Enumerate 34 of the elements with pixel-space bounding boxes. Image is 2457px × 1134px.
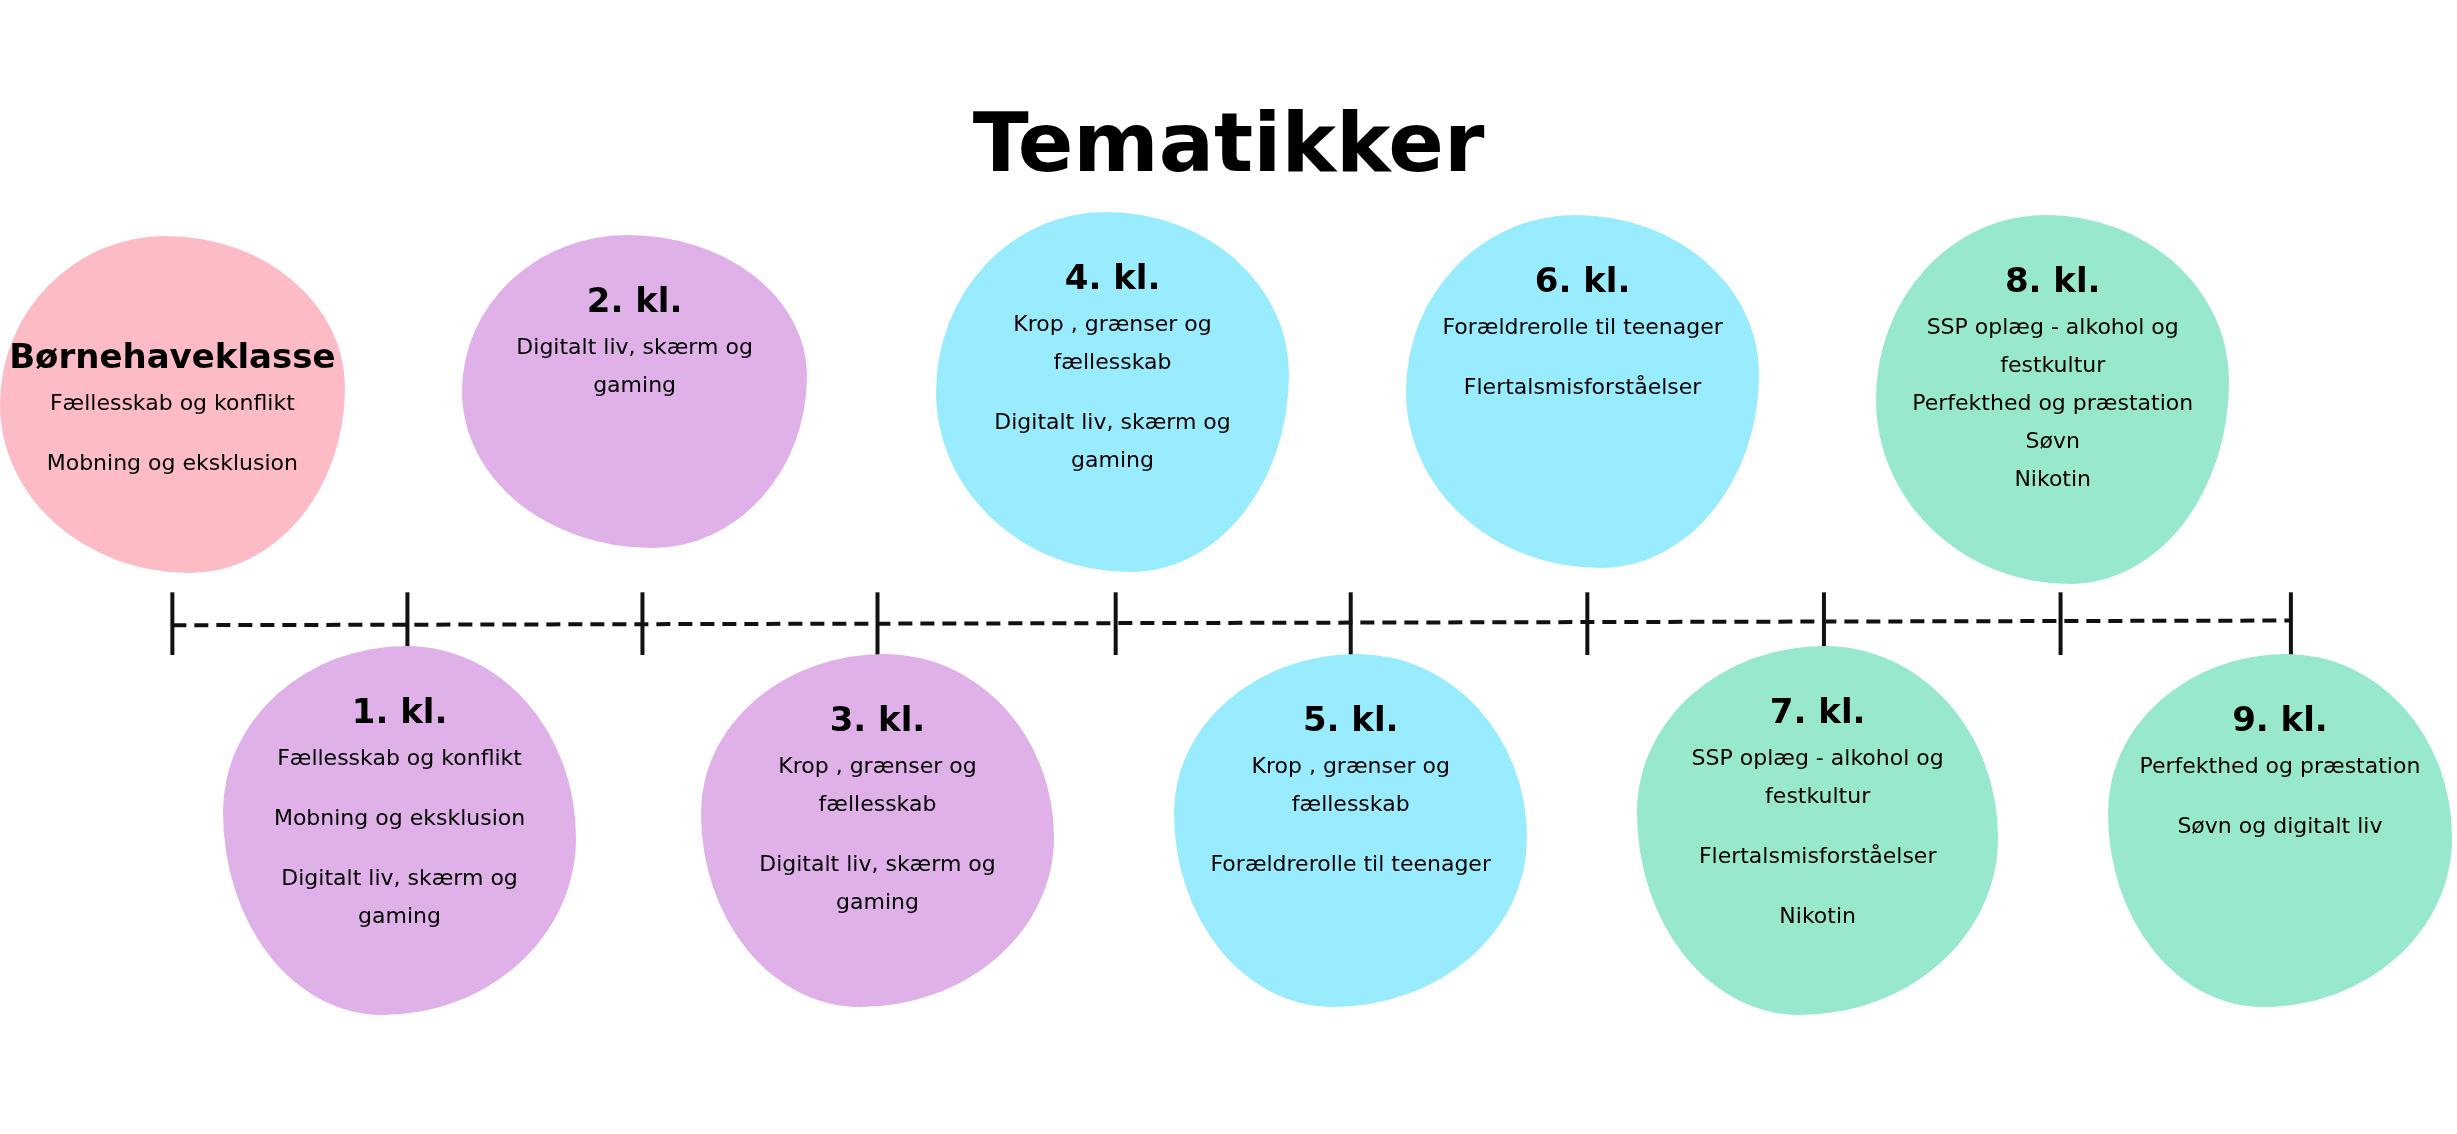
topic-text: Perfekthed og præstation <box>2139 752 2421 781</box>
topic-text: Nikotin <box>2014 465 2092 494</box>
topic-text: Krop , grænser og fællesskab <box>777 752 978 819</box>
topic-text: Flertalsmisforståelser <box>1698 842 1937 871</box>
topic-text: Digitalt liv, skærm og gaming <box>758 850 997 917</box>
topic-text: Digitalt liv, skærm og gaming <box>515 333 754 400</box>
topic-text: SSP oplæg - alkohol og festkultur <box>1925 313 2180 380</box>
grade-heading: Børnehaveklasse <box>9 335 336 376</box>
topic-text: Fællesskab og konflikt <box>277 744 522 773</box>
topic-text: Krop , grænser og fællesskab <box>1250 752 1451 819</box>
grade-heading: 8. kl. <box>2004 260 2101 301</box>
topic-text: Flertalsmisforståelser <box>1463 373 1702 402</box>
grade-heading: 3. kl. <box>829 699 926 740</box>
grade-heading: 7. kl. <box>1769 691 1866 732</box>
grade-heading: 1. kl. <box>351 691 448 732</box>
topic-text: Søvn og digitalt liv <box>2177 812 2383 841</box>
topic-text: Krop , grænser og fællesskab <box>1012 309 1213 376</box>
topic-text: Perfekthed og præstation <box>1912 389 2194 418</box>
topic-text: Mobning og eksklusion <box>46 448 298 477</box>
grade-heading: 4. kl. <box>1064 256 1161 297</box>
topic-text: Digitalt liv, skærm og gaming <box>993 407 1232 474</box>
topic-text: Søvn <box>2025 427 2080 456</box>
topic-text: Mobning og eksklusion <box>273 804 526 833</box>
grade-heading: 2. kl. <box>586 280 683 321</box>
topic-text: SSP oplæg - alkohol og festkultur <box>1690 744 1945 811</box>
grade-heading: 5. kl. <box>1302 699 1399 740</box>
grade-heading: 9. kl. <box>2232 699 2328 740</box>
topic-text: Nikotin <box>1779 902 1856 931</box>
topic-text: Digitalt liv, skærm og gaming <box>280 864 519 931</box>
topic-text: Forældrerolle til teenager <box>1210 850 1491 879</box>
title: Tematikker <box>971 95 1486 190</box>
topic-text: Fællesskab og konflikt <box>49 388 295 417</box>
grade-heading: 6. kl. <box>1534 260 1631 301</box>
topic-text: Forældrerolle til teenager <box>1442 313 1723 342</box>
